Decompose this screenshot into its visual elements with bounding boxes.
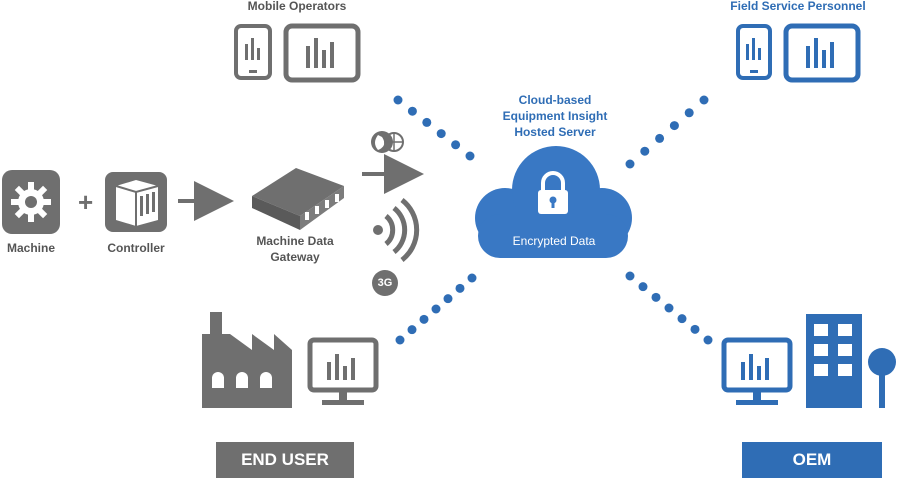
dots-oem <box>625 271 713 345</box>
dotted-connectors <box>393 95 713 345</box>
connector-dot <box>465 151 475 161</box>
connector-dot <box>655 133 665 143</box>
end-user-monitor-icon <box>307 337 379 405</box>
connector-dot <box>625 271 635 281</box>
lock-icon <box>538 171 568 214</box>
cloud-server-label: Cloud-based Equipment Insight Hosted Ser… <box>502 93 608 139</box>
mobile-operator-tablet-icon <box>283 23 361 83</box>
connector-dot <box>651 292 661 302</box>
connector-dot <box>436 129 446 139</box>
mobile-operators-label: Mobile Operators <box>247 0 347 13</box>
connector-dot <box>419 314 429 324</box>
connector-dot <box>684 108 694 118</box>
wireless-signal-icon <box>373 198 420 262</box>
oem-badge: OEM <box>742 442 882 478</box>
connector-dot <box>393 95 403 105</box>
oem-monitor-icon <box>721 337 793 405</box>
connector-dot <box>669 121 679 131</box>
connector-dot <box>451 140 461 150</box>
connector-dot <box>703 335 713 345</box>
dots-end-user <box>395 273 477 345</box>
connector-dot <box>638 282 648 292</box>
gateway-label: Machine Data Gateway <box>256 234 334 264</box>
connector-dot <box>677 314 687 324</box>
controller-icon <box>105 172 167 232</box>
encrypted-data-label: Encrypted Data <box>512 234 596 248</box>
end-user-badge: END USER <box>216 442 354 478</box>
connector-dot <box>407 325 417 335</box>
connector-dot <box>455 283 465 293</box>
tree-icon <box>868 348 896 408</box>
field-service-phone-icon <box>736 24 772 80</box>
connector-dot <box>467 273 477 283</box>
office-building-icon <box>806 314 862 408</box>
connector-dot <box>690 324 700 334</box>
factory-icon <box>202 312 292 408</box>
connector-dot <box>664 303 674 313</box>
globe-flame-icon <box>371 131 404 153</box>
connector-dot <box>395 335 405 345</box>
connector-dot <box>640 146 650 156</box>
connector-dot <box>422 117 432 127</box>
dots-mobile-operators <box>393 95 475 161</box>
cellular-label: 3G <box>377 277 393 289</box>
connector-dot <box>699 95 709 105</box>
machine-label: Machine <box>6 241 55 255</box>
field-service-tablet-icon <box>783 23 861 83</box>
mobile-operator-phone-icon <box>234 24 272 80</box>
dots-field-service <box>625 95 709 169</box>
connector-dot <box>625 159 635 169</box>
machine-gear-icon <box>2 170 60 234</box>
field-service-label: Field Service Personnel <box>730 0 866 13</box>
plus-icon: + <box>78 187 93 217</box>
cellular-3g-icon <box>372 270 398 296</box>
gateway-chip-icon <box>252 168 344 230</box>
connector-dot <box>407 106 417 116</box>
connector-dot <box>443 294 453 304</box>
controller-label: Controller <box>107 241 165 255</box>
connector-dot <box>431 304 441 314</box>
